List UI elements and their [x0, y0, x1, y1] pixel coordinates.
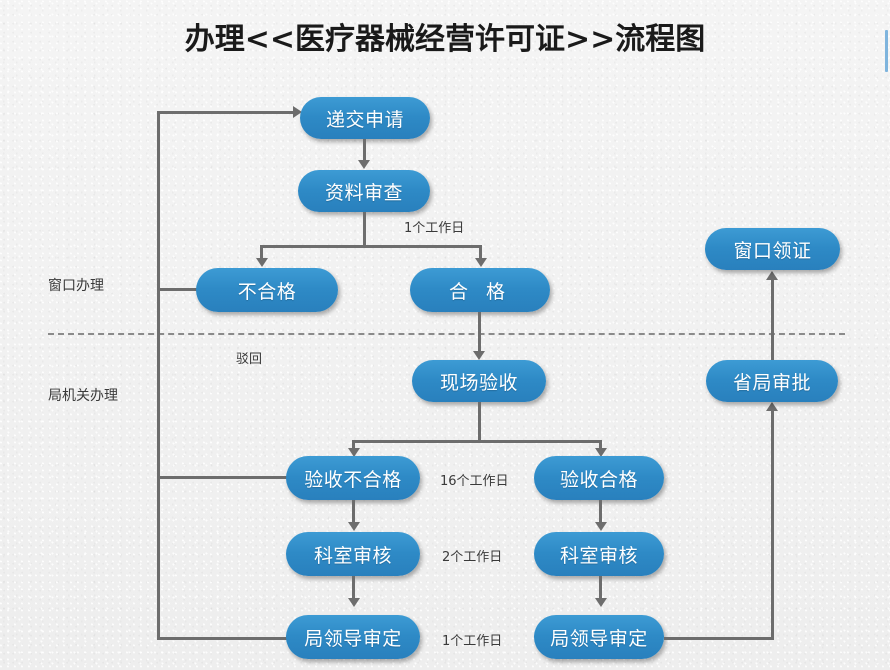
provincial-to-window-arrowhead: [766, 271, 778, 280]
split-left-arrowhead: [256, 258, 268, 267]
failed-to-dept-arrowhead: [348, 522, 360, 531]
leader-right-to-riser-horizontal: [664, 637, 773, 640]
onsite-to-split-line: [478, 402, 481, 442]
node-onsite-inspection[interactable]: 现场验收: [412, 360, 546, 402]
node-department-review-right[interactable]: 科室审核: [534, 532, 664, 576]
split-left-drop: [260, 245, 263, 261]
edge-label-two-workdays: 2个工作日: [442, 550, 503, 565]
section-label-bureau-processing: 局机关办理: [48, 388, 118, 404]
dept-right-to-leader-line: [599, 576, 602, 600]
qualified-to-onsite-line: [478, 312, 481, 354]
review-split-bar: [260, 245, 482, 248]
submit-to-review-line: [363, 139, 366, 162]
node-window-certificate[interactable]: 窗口领证: [705, 228, 840, 270]
failed-to-dept-line: [352, 500, 355, 524]
swimlane-divider: [48, 333, 845, 335]
node-inspection-passed[interactable]: 验收合格: [534, 456, 664, 500]
bureau-leader-left-to-spine-connector: [157, 637, 289, 640]
split-right-drop: [479, 245, 482, 261]
dept-right-to-leader-arrowhead: [595, 598, 607, 607]
onsite-split-right-drop: [599, 440, 602, 450]
riser-to-provincial-arrowhead: [766, 402, 778, 411]
unqualified-to-spine-connector: [157, 288, 199, 291]
node-qualified[interactable]: 合 格: [410, 268, 550, 312]
return-to-submit-horizontal: [157, 111, 297, 114]
review-to-split-line: [363, 212, 366, 247]
leader-right-riser-vertical: [771, 410, 774, 640]
section-label-window-processing: 窗口办理: [48, 278, 104, 294]
inspection-failed-to-spine-connector: [157, 476, 289, 479]
node-inspection-failed[interactable]: 验收不合格: [286, 456, 420, 500]
passed-to-dept-arrowhead: [595, 522, 607, 531]
onsite-split-left-drop: [352, 440, 355, 450]
edge-label-sixteen-workdays: 16个工作日: [440, 474, 509, 489]
node-provincial-approval[interactable]: 省局审批: [706, 360, 838, 402]
return-spine-vertical: [157, 111, 160, 640]
passed-to-dept-line: [599, 500, 602, 524]
dept-left-to-leader-arrowhead: [348, 598, 360, 607]
edge-label-one-workday-bottom: 1个工作日: [442, 634, 503, 649]
onsite-split-right-arrowhead: [595, 448, 607, 457]
node-document-review[interactable]: 资料审查: [298, 170, 430, 212]
provincial-to-window-line: [771, 280, 774, 360]
node-unqualified[interactable]: 不合格: [196, 268, 338, 312]
split-right-arrowhead: [475, 258, 487, 267]
node-bureau-leader-left[interactable]: 局领导审定: [286, 615, 420, 659]
return-to-submit-arrowhead: [293, 106, 302, 118]
edge-label-one-workday-top: 1个工作日: [404, 221, 465, 236]
submit-to-review-arrowhead: [358, 160, 370, 169]
node-submit-application[interactable]: 递交申请: [300, 97, 430, 139]
onsite-split-left-arrowhead: [348, 448, 360, 457]
dept-left-to-leader-line: [352, 576, 355, 600]
page-title: 办理<<医疗器械经营许可证>>流程图: [184, 22, 706, 57]
edge-artifact-strip: [885, 30, 888, 72]
node-bureau-leader-right[interactable]: 局领导审定: [534, 615, 664, 659]
onsite-split-bar: [352, 440, 602, 443]
node-department-review-left[interactable]: 科室审核: [286, 532, 420, 576]
edge-label-rejected: 驳回: [236, 352, 263, 367]
qualified-to-onsite-arrowhead: [473, 351, 485, 360]
